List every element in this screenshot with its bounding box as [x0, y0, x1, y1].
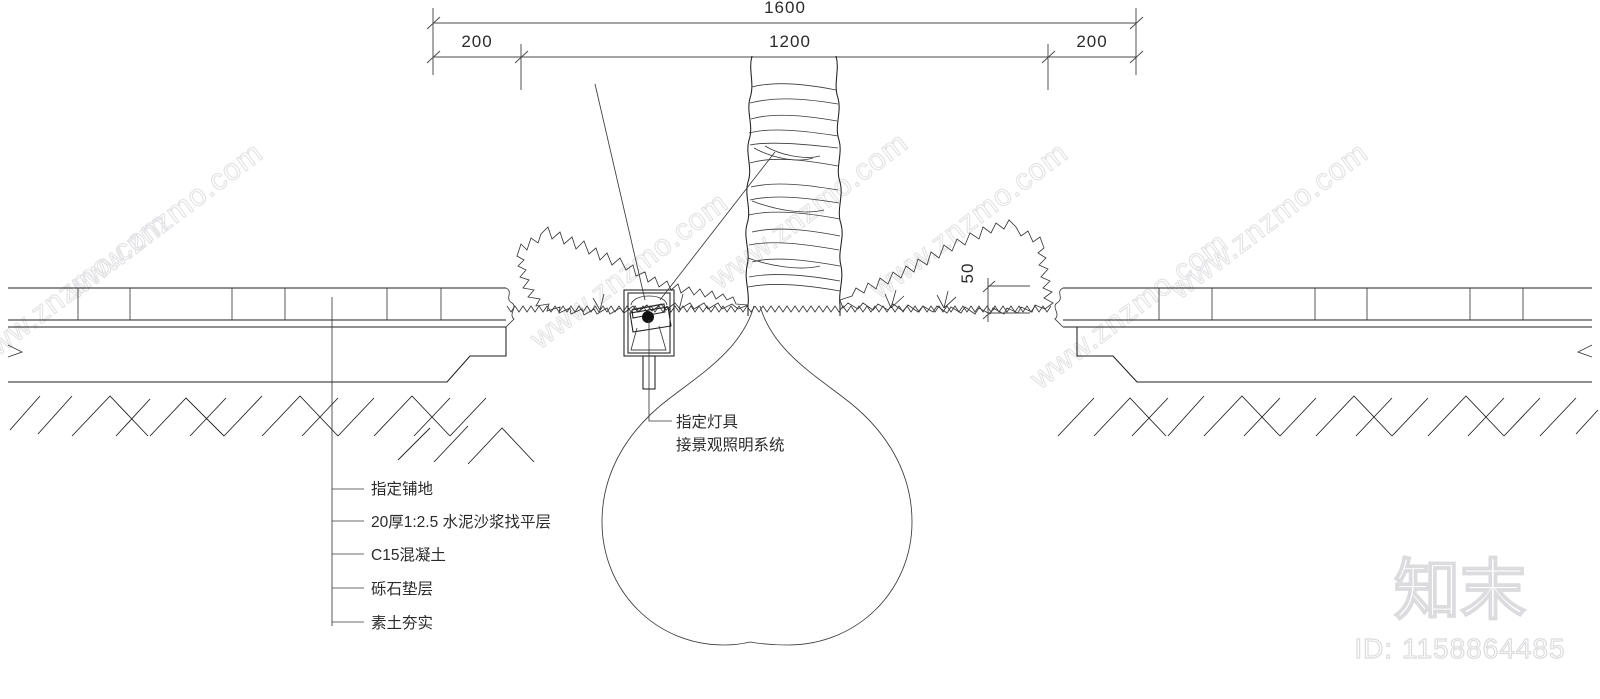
trunk-right-edge — [835, 55, 843, 316]
soil-surface-zigzag-right — [754, 305, 1052, 313]
planting-soil-surface — [506, 289, 1052, 313]
dimension-overall-label: 1600 — [764, 0, 806, 17]
watermark-layer: www.znzmo.com www.znzmo.com www.znzmo.co… — [0, 125, 1375, 396]
lamp-lens-band — [631, 303, 666, 319]
trunk-ring — [747, 284, 841, 292]
trunk-ring — [748, 129, 839, 137]
trunk-ring — [751, 228, 841, 237]
dim-tick — [426, 50, 441, 64]
watermark-logo: 知末 — [1394, 553, 1526, 627]
lamp-body-block — [629, 306, 672, 333]
trunk-ring — [751, 200, 825, 213]
layer-label-mortar: 20厚1:2.5 水泥沙浆找平层 — [371, 513, 551, 531]
trunk-ring — [749, 98, 839, 105]
watermark-url: www.znzmo.com — [0, 206, 174, 376]
lamp-pivot-bolt — [642, 311, 654, 323]
dimension-left-label: 200 — [461, 32, 492, 51]
depth-dim-tick — [982, 307, 996, 320]
compacted-earth-hatch-left — [9, 395, 535, 465]
layer-label-subgrade: 素土夯实 — [371, 614, 433, 632]
trunk-ring — [764, 145, 821, 158]
root-ball — [601, 305, 913, 646]
concrete-slab-left — [8, 326, 507, 383]
layer-label-paving: 指定铺地 — [371, 480, 433, 498]
grass-tuft — [936, 290, 957, 309]
dim-tick — [1041, 50, 1056, 64]
layer-label-gravel: 砾石垫层 — [371, 580, 433, 598]
trunk-ring — [750, 114, 838, 122]
lamp-callout-text: 指定灯具 接景观照明系统 — [676, 413, 785, 454]
paving-edge-left-term — [1054, 287, 1064, 328]
watermark-url: www.znzmo.com — [1024, 226, 1235, 396]
trunk-left-edge — [745, 55, 753, 316]
dim-tick — [1129, 16, 1144, 30]
depth-dim-tick — [982, 280, 996, 293]
dim-tick — [426, 16, 441, 30]
lamp-callout-line2: 接景观照明系统 — [676, 436, 785, 454]
compacted-earth-hatch-right — [1057, 395, 1599, 437]
lamp-dome — [630, 295, 668, 306]
watermark-url: www.znzmo.com — [524, 186, 735, 356]
watermark-id: ID: 1158864485 — [1354, 633, 1565, 664]
concrete-slab-right — [1076, 326, 1592, 383]
trunk-ring — [748, 242, 840, 251]
paving-section-right — [1054, 287, 1593, 383]
grass-tuft — [592, 293, 605, 311]
lamp-lens-highlight — [633, 303, 663, 310]
soil-surface-zigzag-mid — [666, 305, 756, 313]
paving-section-left — [7, 287, 515, 626]
layer-label-concrete: C15混凝土 — [371, 546, 446, 564]
palm-trunk — [745, 55, 843, 316]
soil-surface-zigzag-left — [506, 305, 668, 313]
dimension-center-label: 1200 — [769, 32, 811, 51]
break-line-left — [7, 344, 24, 358]
depth-dimension-label: 50 — [958, 263, 977, 284]
grass-tuft — [884, 289, 905, 309]
trunk-ring — [749, 142, 839, 149]
lamp-leader-lines — [594, 83, 776, 422]
trunk-ring — [751, 83, 837, 91]
dimension-chain: 1600 200 1200 200 — [426, 0, 1144, 90]
trunk-ring — [748, 211, 841, 220]
trunk-ring — [748, 274, 841, 282]
dim-tick — [514, 50, 529, 64]
layer-callouts: 指定铺地 20厚1:2.5 水泥沙浆找平层 C15混凝土 砾石垫层 素土夯实 — [332, 480, 551, 632]
trunk-ring — [749, 196, 840, 204]
leader-line-up-left — [594, 83, 646, 301]
trunk-ring — [747, 257, 821, 269]
trunk-ring — [751, 258, 841, 267]
watermark-logo-block: 知末 ID: 1158864485 — [1354, 552, 1565, 664]
uplight-fixture — [623, 289, 675, 390]
root-ball-outline — [601, 305, 913, 646]
paving-edge-right-term — [505, 287, 515, 328]
grass-tuft — [678, 293, 684, 311]
leader-line-callout — [648, 389, 672, 422]
dimension-right-label: 200 — [1076, 32, 1107, 51]
dim-tick — [1129, 50, 1144, 64]
trunk-ring — [749, 158, 839, 167]
depth-dimension-50: 50 — [958, 263, 1030, 322]
trunk-ring — [750, 183, 839, 191]
trunk-ring — [753, 147, 814, 161]
leader-line-up-right — [659, 151, 776, 301]
break-line-right — [1576, 344, 1593, 358]
lamp-callout-line1: 指定灯具 — [676, 413, 738, 431]
